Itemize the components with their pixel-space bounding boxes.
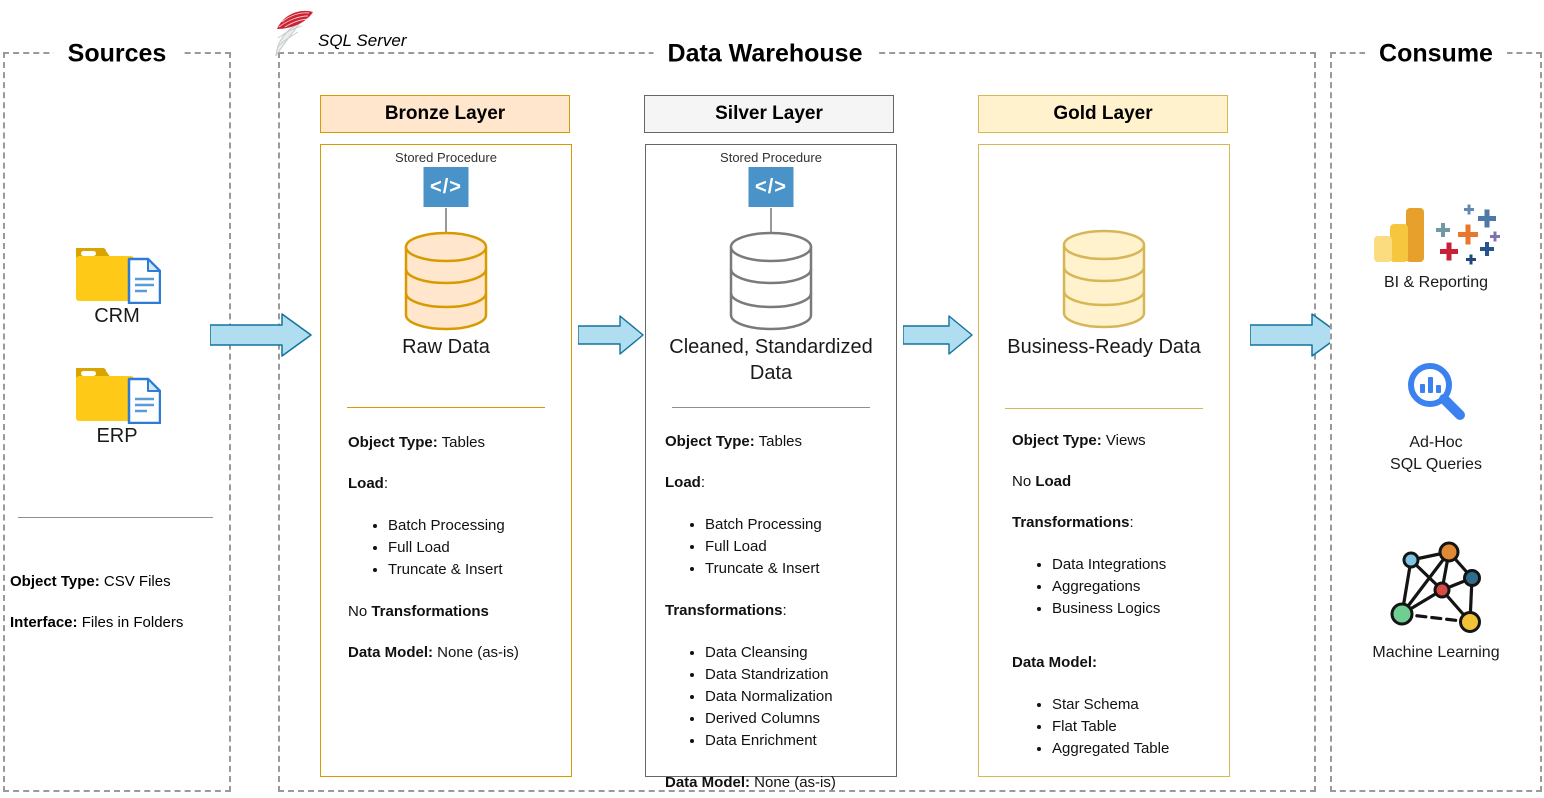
detail-line: No Load [1012, 473, 1072, 490]
sql-server-label: SQL Server [318, 31, 407, 50]
divider [1005, 408, 1203, 409]
silver-data-label: Cleaned, Standardized Data [669, 336, 873, 384]
detail-bullet: Data Standrization [705, 664, 890, 685]
detail-bullet: Data Cleansing [705, 642, 890, 663]
stored-procedure-code-icon: </> [423, 167, 469, 207]
detail-bullet: Data Integrations [1052, 554, 1223, 575]
sql-server-icon [275, 10, 313, 57]
folder-file-icon [76, 368, 161, 424]
bronze-data-label: Raw Data [402, 336, 490, 358]
code-glyph: </> [755, 175, 787, 198]
detail-line: Object Type: Tables [348, 434, 486, 451]
gold-data-label: Business-Ready Data [1007, 336, 1201, 358]
detail-line: Object Type: Tables [665, 433, 803, 450]
consume-item-adhoc-sql: Ad-Hoc SQL Queries [1332, 360, 1540, 476]
detail-line: Data Model: None (as-is) [348, 644, 519, 661]
database-cylinder-icon [729, 231, 813, 331]
detail-line: No Transformations [348, 603, 489, 620]
consume-item-machine-learning: Machine Learning [1332, 538, 1540, 664]
powerbi-icon [1373, 208, 1424, 262]
flow-arrow-bronze-to-silver [578, 315, 644, 355]
consume-item-label-line2: SQL Queries [1390, 456, 1482, 473]
divider [347, 407, 545, 408]
data-warehouse-title: Data Warehouse [653, 39, 877, 69]
consume-item-label: BI & Reporting [1383, 274, 1489, 291]
silver-layer-header: Silver Layer [644, 95, 894, 133]
detail-bullet: Data Normalization [705, 686, 890, 707]
bronze-layer-box: Stored Procedure </> Raw Data Object Typ… [320, 144, 572, 777]
detail-line: Transformations: [1012, 514, 1134, 531]
sources-title: Sources [53, 39, 181, 69]
detail-bullet: Aggregations [1052, 576, 1223, 597]
consume-item-label: Ad-Hoc SQL Queries [1390, 432, 1482, 476]
folder-file-icon [76, 248, 161, 304]
bronze-layer-header: Bronze Layer [320, 95, 570, 133]
source-label: CRM [94, 305, 140, 327]
stored-procedure-label: Stored Procedure [720, 150, 822, 165]
detail-bullet: Star Schema [1052, 694, 1223, 715]
consume-section: Consume BI & Repo [1330, 39, 1542, 792]
database-cylinder-icon [404, 231, 488, 331]
divider [672, 407, 870, 408]
detail-bullet: Derived Columns [705, 708, 890, 729]
adhoc-sql-search-icon [1408, 363, 1465, 420]
detail-bullet-list: Batch ProcessingFull LoadTruncate & Inse… [665, 514, 890, 579]
detail-bullet-list: Data IntegrationsAggregationsBusiness Lo… [1012, 554, 1223, 619]
detail-bullet: Full Load [388, 537, 565, 558]
bi-icons [1372, 204, 1501, 266]
detail-bullet-list: Star SchemaFlat TableAggregated Table [1012, 694, 1223, 759]
detail-line: Interface: Files in Folders [10, 614, 184, 631]
source-item-erp: ERP [73, 362, 161, 448]
code-glyph: </> [430, 175, 462, 198]
sources-divider [18, 517, 213, 518]
detail-bullet: Batch Processing [705, 514, 890, 535]
ml-network-icon [1390, 541, 1481, 633]
detail-bullet-list: Batch ProcessingFull LoadTruncate & Inse… [348, 515, 565, 580]
source-label: ERP [96, 425, 138, 447]
detail-bullet: Aggregated Table [1052, 738, 1223, 759]
detail-line: Object Type: CSV Files [10, 573, 171, 590]
detail-bullet: Flat Table [1052, 716, 1223, 737]
detail-bullet: Full Load [705, 536, 890, 557]
detail-bullet: Batch Processing [388, 515, 565, 536]
flow-arrow-silver-to-gold [903, 315, 973, 355]
consume-item-label: Machine Learning [1372, 644, 1500, 661]
detail-line: Load: [665, 474, 706, 491]
detail-line: Object Type: Views [1012, 432, 1146, 449]
detail-bullet: Truncate & Insert [705, 558, 890, 579]
consume-item-label-line1: Ad-Hoc [1409, 434, 1463, 451]
detail-bullet: Data Enrichment [705, 730, 890, 751]
flow-arrow-gold-to-consume [1250, 313, 1342, 357]
sources-section: Sources CRM [3, 39, 231, 792]
detail-bullet: Truncate & Insert [388, 559, 565, 580]
detail-line: Data Model: [1012, 654, 1098, 671]
detail-bullet-list: Data CleansingData StandrizationData Nor… [665, 642, 890, 751]
consume-item-bi-reporting: BI & Reporting [1332, 204, 1540, 294]
detail-line: Data Model: None (as-is) [665, 774, 836, 791]
tableau-icon [1435, 204, 1500, 265]
detail-line: Load: [348, 475, 389, 492]
gold-layer-header: Gold Layer [978, 95, 1228, 133]
consume-title: Consume [1365, 39, 1507, 69]
silver-layer-box: Stored Procedure </> Cleaned, Standardiz… [645, 144, 897, 791]
detail-bullet: Business Logics [1052, 598, 1223, 619]
source-item-crm: CRM [73, 242, 161, 328]
stored-procedure-code-icon: </> [748, 167, 794, 207]
stored-procedure-label: Stored Procedure [395, 150, 497, 165]
detail-line: Transformations: [665, 602, 787, 619]
database-cylinder-icon [1062, 229, 1146, 329]
flow-arrow-sources-to-bronze [210, 313, 312, 357]
